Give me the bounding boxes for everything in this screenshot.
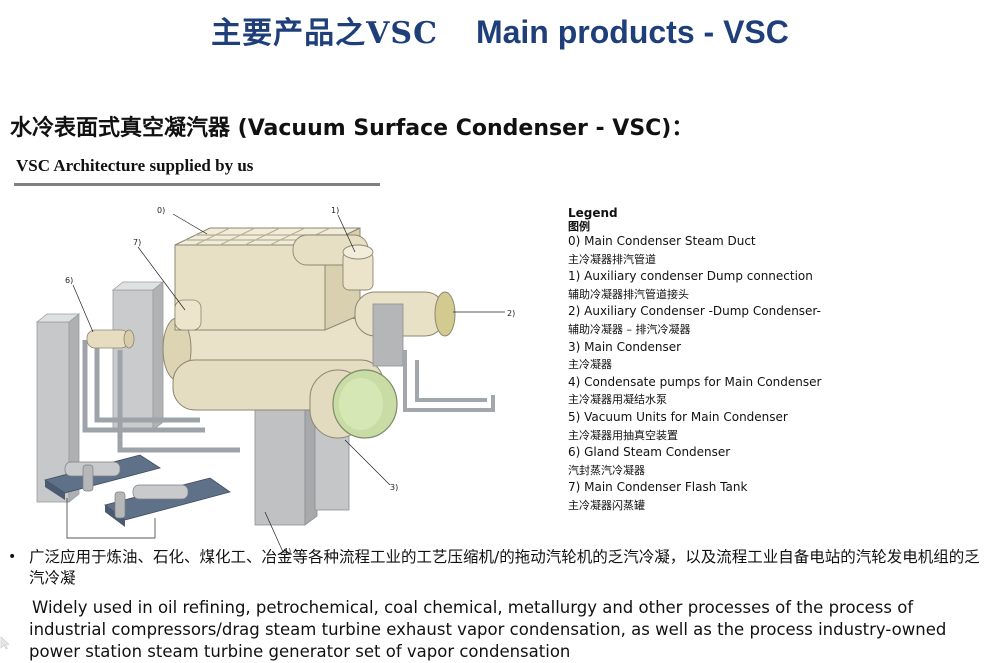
legend-title: Legend xyxy=(568,206,618,220)
bullet-dot: • xyxy=(8,549,17,565)
flash-tank xyxy=(174,299,202,331)
legend-item-7-zh: 主冷凝器闪蒸罐 xyxy=(568,498,645,512)
bullet-zh-text: 广泛应用于炼油、石化、煤化工、冶金等各种流程工业的工艺压缩机/的拖动汽轮机的乏汽… xyxy=(29,548,980,587)
callout-leaders xyxy=(66,213,505,553)
callout-4: 4) xyxy=(283,547,291,555)
legend-item-2: 2) Auxiliary Condenser -Dump Condenser- xyxy=(568,304,821,319)
legend-item-5: 5) Vacuum Units for Main Condenser xyxy=(568,409,788,424)
architecture-caption: VSC Architecture supplied by us xyxy=(16,156,254,175)
legend-item-1-zh: 辅助冷凝器排汽管道接头 xyxy=(568,287,689,301)
support-column-left xyxy=(35,313,81,503)
subtitle: 水冷表面式真空凝汽器 (Vacuum Surface Condenser - V… xyxy=(10,116,694,141)
callout-6: 6) xyxy=(65,276,73,285)
legend-item-4: 4) Condensate pumps for Main Condenser xyxy=(568,374,822,389)
page-corner-icon xyxy=(0,636,10,650)
legend-item-3: 3) Main Condenser xyxy=(568,339,682,354)
bullet-zh: • 广泛应用于炼油、石化、煤化工、冶金等各种流程工业的工艺压缩机/的拖动汽轮机的… xyxy=(8,547,993,589)
pipe-rack-left xyxy=(82,332,240,453)
legend: Legend 图例 0) Main Condenser Steam Duct 主… xyxy=(568,207,821,515)
english-description-rest: industrial compressors/drag steam turbin… xyxy=(29,620,947,661)
legend-item-6: 6) Gland Steam Condenser xyxy=(568,445,731,460)
condensate-pump-skid-1 xyxy=(44,454,161,500)
callout-3: 3) xyxy=(390,483,398,492)
english-description-line1: Widely used in oil refining, petrochemic… xyxy=(32,598,914,617)
pipe-rack-right xyxy=(403,350,495,412)
slide-title-en: Main products - VSC xyxy=(475,14,789,50)
vsc-architecture-diagram: 0) 1) 2) 3) 4) 6) 7) xyxy=(35,206,515,555)
gland-steam-condenser xyxy=(86,329,135,349)
slide-title: 主要产品之VSC Main products - VSC xyxy=(0,8,1000,52)
legend-item-2-zh: 辅助冷凝器 – 排汽冷凝器 xyxy=(568,322,691,336)
legend-item-0: 0) Main Condenser Steam Duct xyxy=(568,234,756,248)
caption-divider xyxy=(14,183,380,186)
legend-item-6-zh: 汽封蒸汽冷凝器 xyxy=(568,463,645,477)
condensate-pump-skid-2 xyxy=(104,477,231,527)
condenser-end-cover xyxy=(309,369,398,439)
callout-7: 7) xyxy=(133,238,141,247)
legend-item-0-zh: 主冷凝器排汽管道 xyxy=(568,252,656,266)
callout-0: 0) xyxy=(157,206,165,215)
auxiliary-dump-connection xyxy=(292,234,374,291)
callout-labels: 0) 1) 2) 3) 4) 6) 7) xyxy=(65,206,515,555)
legend-item-4-zh: 主冷凝器用凝结水泵 xyxy=(568,393,667,407)
legend-item-7: 7) Main Condenser Flash Tank xyxy=(568,480,748,495)
legend-item-3-zh: 主冷凝器 xyxy=(568,358,612,372)
callout-2: 2) xyxy=(507,309,515,318)
english-description: Widely used in oil refining, petrochemic… xyxy=(29,597,994,663)
slide-title-zh: 主要产品之VSC xyxy=(211,16,438,51)
legend-item-5-zh: 主冷凝器用抽真空装置 xyxy=(568,428,678,442)
callout-1: 1) xyxy=(331,206,339,215)
legend-item-1: 1) Auxiliary condenser Dump connection xyxy=(568,269,813,284)
legend-title-zh: 图例 xyxy=(568,220,590,233)
auxiliary-dump-condenser xyxy=(354,291,456,367)
